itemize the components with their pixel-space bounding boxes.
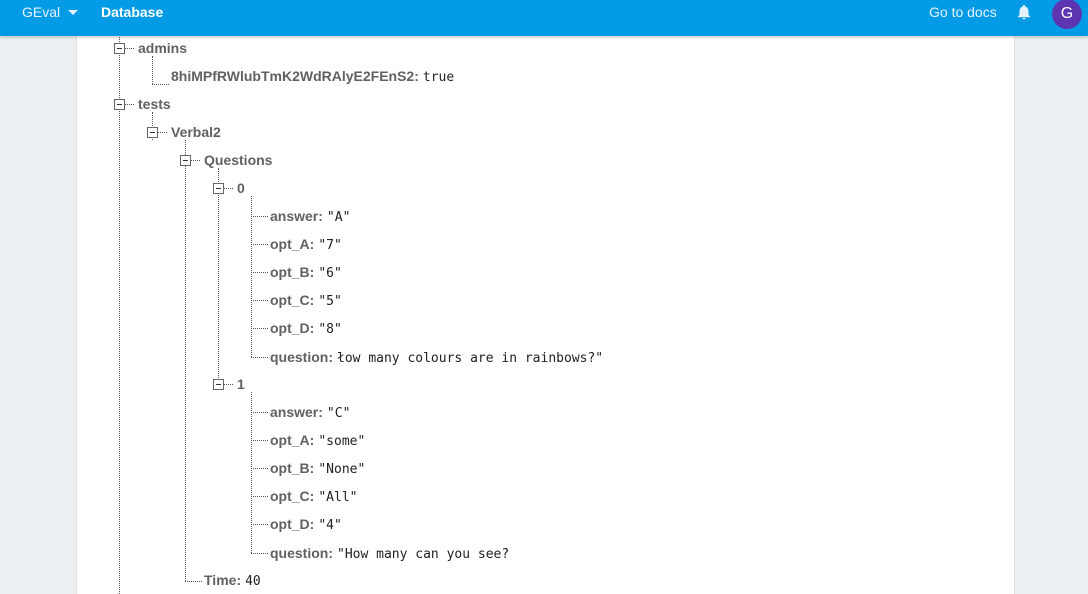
tree-line <box>125 48 134 49</box>
tree-line <box>224 384 233 385</box>
tree-line <box>152 84 169 85</box>
tree-leaf[interactable]: opt_C:"All" <box>270 488 358 505</box>
node-value: "4" <box>318 518 342 533</box>
tree-line <box>251 357 268 358</box>
tree-line <box>251 412 268 413</box>
tree-line <box>185 581 202 582</box>
collapse-icon[interactable] <box>213 183 224 194</box>
tree-line <box>251 524 268 525</box>
tree-line <box>251 196 252 357</box>
tree-leaf[interactable]: opt_A:"some" <box>270 432 366 449</box>
node-key: Verbal2 <box>171 124 221 140</box>
tree-leaf[interactable]: opt_B:"None" <box>270 460 366 477</box>
tree-node-verbal2[interactable]: Verbal2 <box>171 122 221 142</box>
tree-line <box>251 300 268 301</box>
tree-leaf[interactable]: opt_B:"6" <box>270 264 342 281</box>
tree-line <box>251 496 268 497</box>
tree-line <box>251 553 268 554</box>
node-value: "6" <box>318 266 342 281</box>
tree-leaf[interactable]: opt_C:"5" <box>270 292 342 309</box>
node-key: answer <box>270 208 319 224</box>
tree-line <box>119 0 120 594</box>
node-key: admins <box>138 40 188 56</box>
caret-down-icon <box>68 9 79 15</box>
node-value: "A" <box>326 210 351 225</box>
node-key: opt_A <box>270 236 310 252</box>
node-value: 40 <box>245 574 261 589</box>
tree-leaf[interactable]: opt_D:"8" <box>270 320 342 337</box>
node-key: opt_C <box>270 488 310 504</box>
node-value: true <box>422 70 455 85</box>
tree-line <box>191 160 200 161</box>
database-panel <box>76 36 1015 594</box>
node-key: opt_A <box>270 432 310 448</box>
tree-leaf[interactable]: question:"How many can you see? <box>270 545 510 562</box>
node-key: 8hiMPfRWlubTmK2WdRAlyE2FEnS2 <box>171 68 415 84</box>
node-value: "7" <box>318 238 342 253</box>
tree-leaf[interactable]: opt_A:"7" <box>270 236 342 253</box>
tree-node-tests[interactable]: tests <box>138 94 171 114</box>
node-key: Questions <box>204 152 273 168</box>
avatar[interactable]: G <box>1052 0 1082 29</box>
node-key: 1 <box>237 376 245 392</box>
tree-node-question-0[interactable]: 0 <box>237 178 245 198</box>
tree-node-admins[interactable]: admins <box>138 38 187 58</box>
tree-line <box>251 328 268 329</box>
tree-line <box>185 140 186 581</box>
node-value: łow many colours are in rainbows?" <box>337 351 604 366</box>
collapse-icon[interactable] <box>213 379 224 390</box>
node-key: opt_D <box>270 320 310 336</box>
tree-line <box>251 440 268 441</box>
node-key: opt_C <box>270 292 310 308</box>
tree-leaf[interactable]: 8hiMPfRWlubTmK2WdRAlyE2FEnS2:true <box>171 68 455 85</box>
node-key: opt_B <box>270 460 310 476</box>
tree-line <box>158 132 167 133</box>
tree-node-question-1[interactable]: 1 <box>237 374 245 394</box>
collapse-icon[interactable] <box>180 155 191 166</box>
node-key: opt_B <box>270 264 310 280</box>
tree-line <box>251 244 268 245</box>
node-key: Time <box>204 572 237 588</box>
tree-leaf-time[interactable]: Time:40 <box>204 572 261 589</box>
node-value: "How many can you see? <box>337 547 510 562</box>
node-value: "All" <box>318 490 358 505</box>
tree-line <box>224 188 233 189</box>
node-key: answer <box>270 404 319 420</box>
tree-line <box>251 272 268 273</box>
node-key: question <box>270 545 329 561</box>
collapse-icon[interactable] <box>114 43 125 54</box>
node-value: "some" <box>318 434 366 449</box>
tree-line <box>125 104 134 105</box>
node-value: "5" <box>318 294 342 309</box>
tree-line <box>251 216 268 217</box>
tree-leaf[interactable]: question:łow many colours are in rainbow… <box>270 349 604 366</box>
tree-node-questions[interactable]: Questions <box>204 150 272 170</box>
node-key: tests <box>138 96 171 112</box>
tree-leaf[interactable]: opt_D:"4" <box>270 516 342 533</box>
tree-line <box>152 56 153 84</box>
tree-line <box>152 112 153 140</box>
tree-line <box>251 392 252 553</box>
node-key: opt_D <box>270 516 310 532</box>
tree-leaf[interactable]: answer:"A" <box>270 208 351 225</box>
section-title: Database <box>101 4 164 20</box>
collapse-icon[interactable] <box>147 127 158 138</box>
top-bar: GEval Database Go to docs G <box>0 0 1088 36</box>
node-value: "None" <box>318 462 366 477</box>
node-value: "8" <box>318 322 342 337</box>
node-value: "C" <box>326 406 351 421</box>
tree-line <box>251 468 268 469</box>
node-key: question <box>270 349 329 365</box>
collapse-icon[interactable] <box>114 99 125 110</box>
node-key: 0 <box>237 180 245 196</box>
tree-line <box>218 168 219 384</box>
project-name: GEval <box>22 4 61 20</box>
project-selector[interactable]: GEval <box>22 4 79 20</box>
bell-icon[interactable] <box>1015 2 1033 22</box>
tree-leaf[interactable]: answer:"C" <box>270 404 351 421</box>
go-to-docs-link[interactable]: Go to docs <box>929 4 997 20</box>
